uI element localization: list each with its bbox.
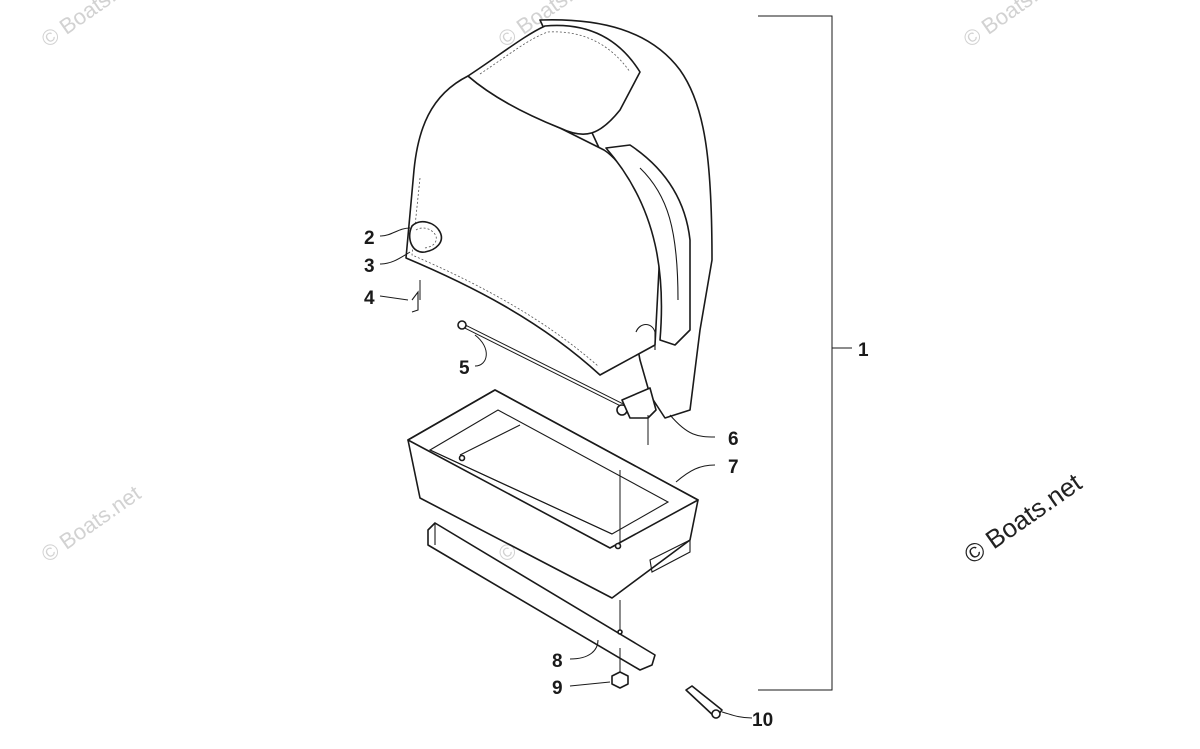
watermark-mid-left: © Boats.net bbox=[37, 480, 146, 567]
callout-3: 3 bbox=[364, 256, 375, 277]
callout-4: 4 bbox=[364, 288, 375, 309]
callout-6: 6 bbox=[728, 429, 739, 450]
assembly-bracket bbox=[758, 15, 852, 691]
watermark-top-left: © Boats.net bbox=[37, 0, 146, 52]
storage-tray bbox=[407, 389, 699, 599]
callout-2: 2 bbox=[364, 228, 375, 249]
callout-9: 9 bbox=[552, 678, 563, 699]
support-bar bbox=[427, 522, 656, 671]
callout-10: 10 bbox=[752, 710, 773, 731]
pin bbox=[685, 685, 723, 719]
clip-part bbox=[411, 290, 419, 313]
bracket bbox=[621, 387, 657, 419]
seat-back-assembly bbox=[405, 18, 713, 419]
watermark-main: © Boats.net bbox=[958, 467, 1087, 570]
seat-back-trim bbox=[605, 144, 691, 346]
retaining-rod bbox=[457, 320, 628, 416]
callout-8: 8 bbox=[552, 651, 563, 672]
nut bbox=[611, 671, 629, 689]
seat-back-badge bbox=[408, 220, 443, 253]
callout-1: 1 bbox=[858, 340, 869, 361]
watermark-top-right: © Boats.net bbox=[959, 0, 1068, 52]
callout-7: 7 bbox=[728, 457, 739, 478]
callout-5: 5 bbox=[459, 358, 470, 379]
